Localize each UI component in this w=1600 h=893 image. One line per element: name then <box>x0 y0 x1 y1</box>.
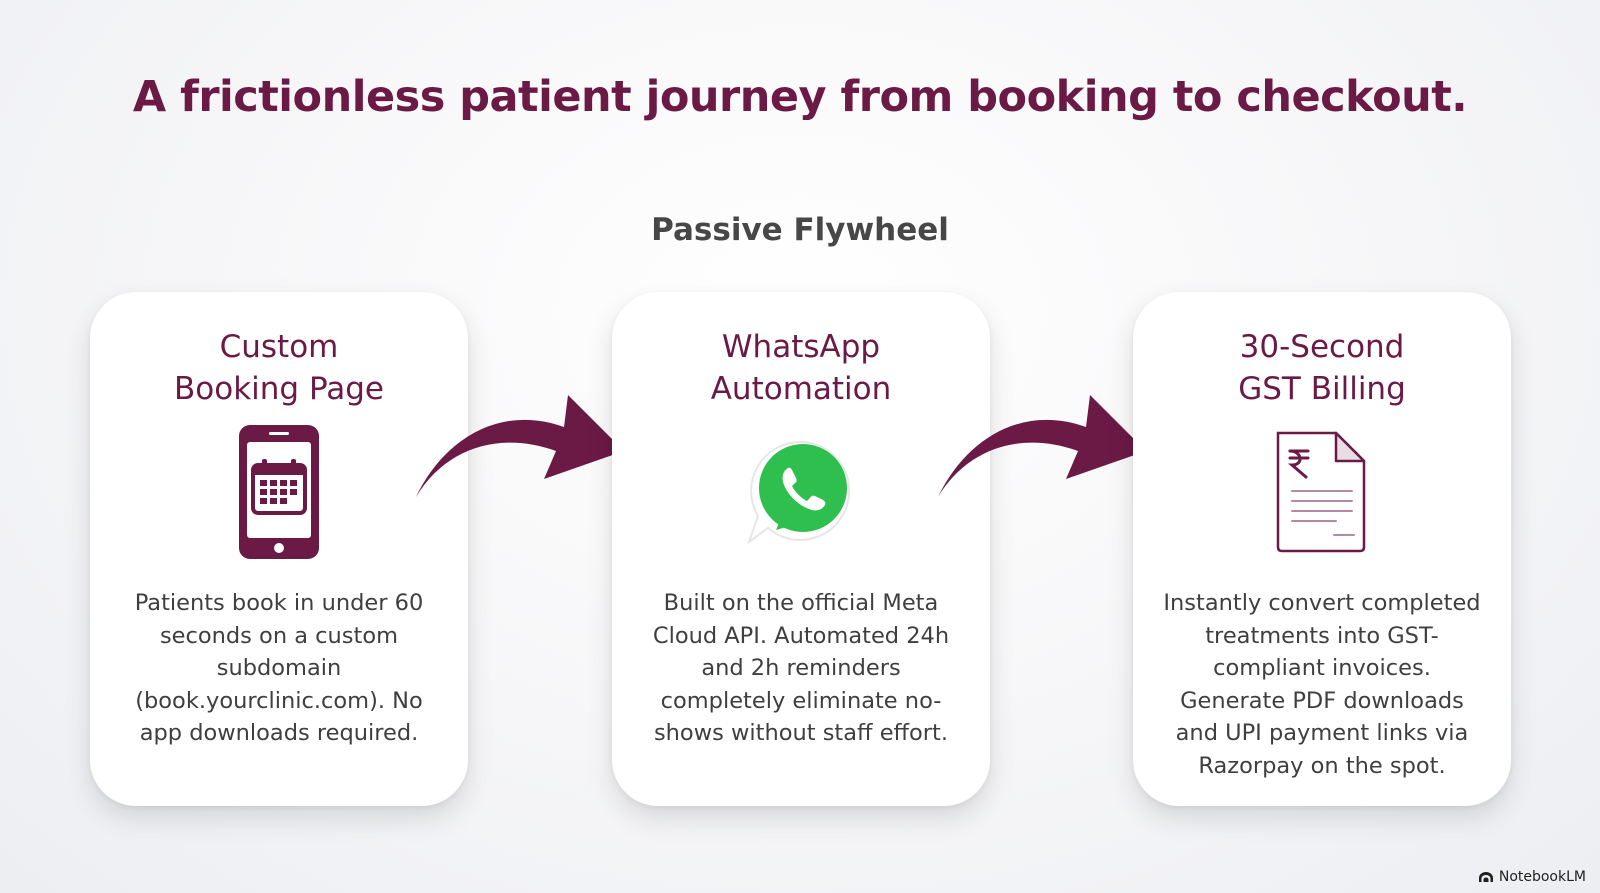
desc-line: completely eliminate no- <box>660 687 942 714</box>
step-card-billing: 30-Second GST Billing Instantly convert … <box>1133 292 1511 806</box>
step-title-line: 30-Second <box>1239 329 1405 365</box>
desc-line: shows without staff effort. <box>653 720 949 746</box>
brand-label: NotebookLM <box>1498 869 1586 885</box>
step-description: Instantly convert completed treatments i… <box>1157 587 1487 782</box>
brand-watermark: NotebookLM <box>1478 869 1586 885</box>
step-title: 30-Second GST Billing <box>1133 326 1511 410</box>
page-title: A frictionless patient journey from book… <box>132 72 1468 122</box>
step-title: Custom Booking Page <box>90 326 468 410</box>
desc-line: seconds on a custom <box>159 622 399 649</box>
step-title-line: WhatsApp <box>721 329 881 365</box>
whatsapp-icon <box>731 422 871 562</box>
desc-line: Razorpay on the spot. <box>1198 752 1446 779</box>
step-title-line: Custom <box>219 329 339 365</box>
desc-line: subdomain <box>216 655 342 681</box>
rupee-invoice-icon <box>1252 422 1392 562</box>
curved-arrow-icon <box>416 395 624 497</box>
desc-line: Instantly convert completed <box>1163 590 1481 616</box>
desc-line: treatments into GST- <box>1205 622 1439 649</box>
step-title-line: GST Billing <box>1238 371 1406 407</box>
notebooklm-logo-icon <box>1478 872 1493 882</box>
desc-line: (book.yourclinic.com). No <box>135 687 423 714</box>
step-title: WhatsApp Automation <box>612 326 990 410</box>
step-description: Built on the official Meta Cloud API. Au… <box>636 587 966 750</box>
curved-arrow-icon <box>938 395 1146 497</box>
step-card-booking: Custom Booking Page Patients book in und… <box>90 292 468 806</box>
desc-line: Generate PDF downloads <box>1180 687 1464 714</box>
step-title-line: Booking Page <box>174 371 384 407</box>
desc-line: Built on the official Meta <box>663 590 939 616</box>
desc-line: and 2h reminders <box>701 655 901 681</box>
step-description: Patients book in under 60 seconds on a c… <box>114 587 444 750</box>
desc-line: Cloud API. Automated 24h <box>652 622 950 649</box>
desc-line: app downloads required. <box>139 720 419 746</box>
step-card-whatsapp: WhatsApp Automation Built on the officia… <box>612 292 990 806</box>
desc-line: compliant invoices. <box>1213 655 1431 681</box>
desc-line: Patients book in under 60 <box>134 590 424 616</box>
desc-line: and UPI payment links via <box>1175 720 1469 746</box>
section-subtitle: Passive Flywheel <box>651 212 949 248</box>
step-title-line: Automation <box>710 371 892 407</box>
phone-calendar-icon <box>209 422 349 562</box>
